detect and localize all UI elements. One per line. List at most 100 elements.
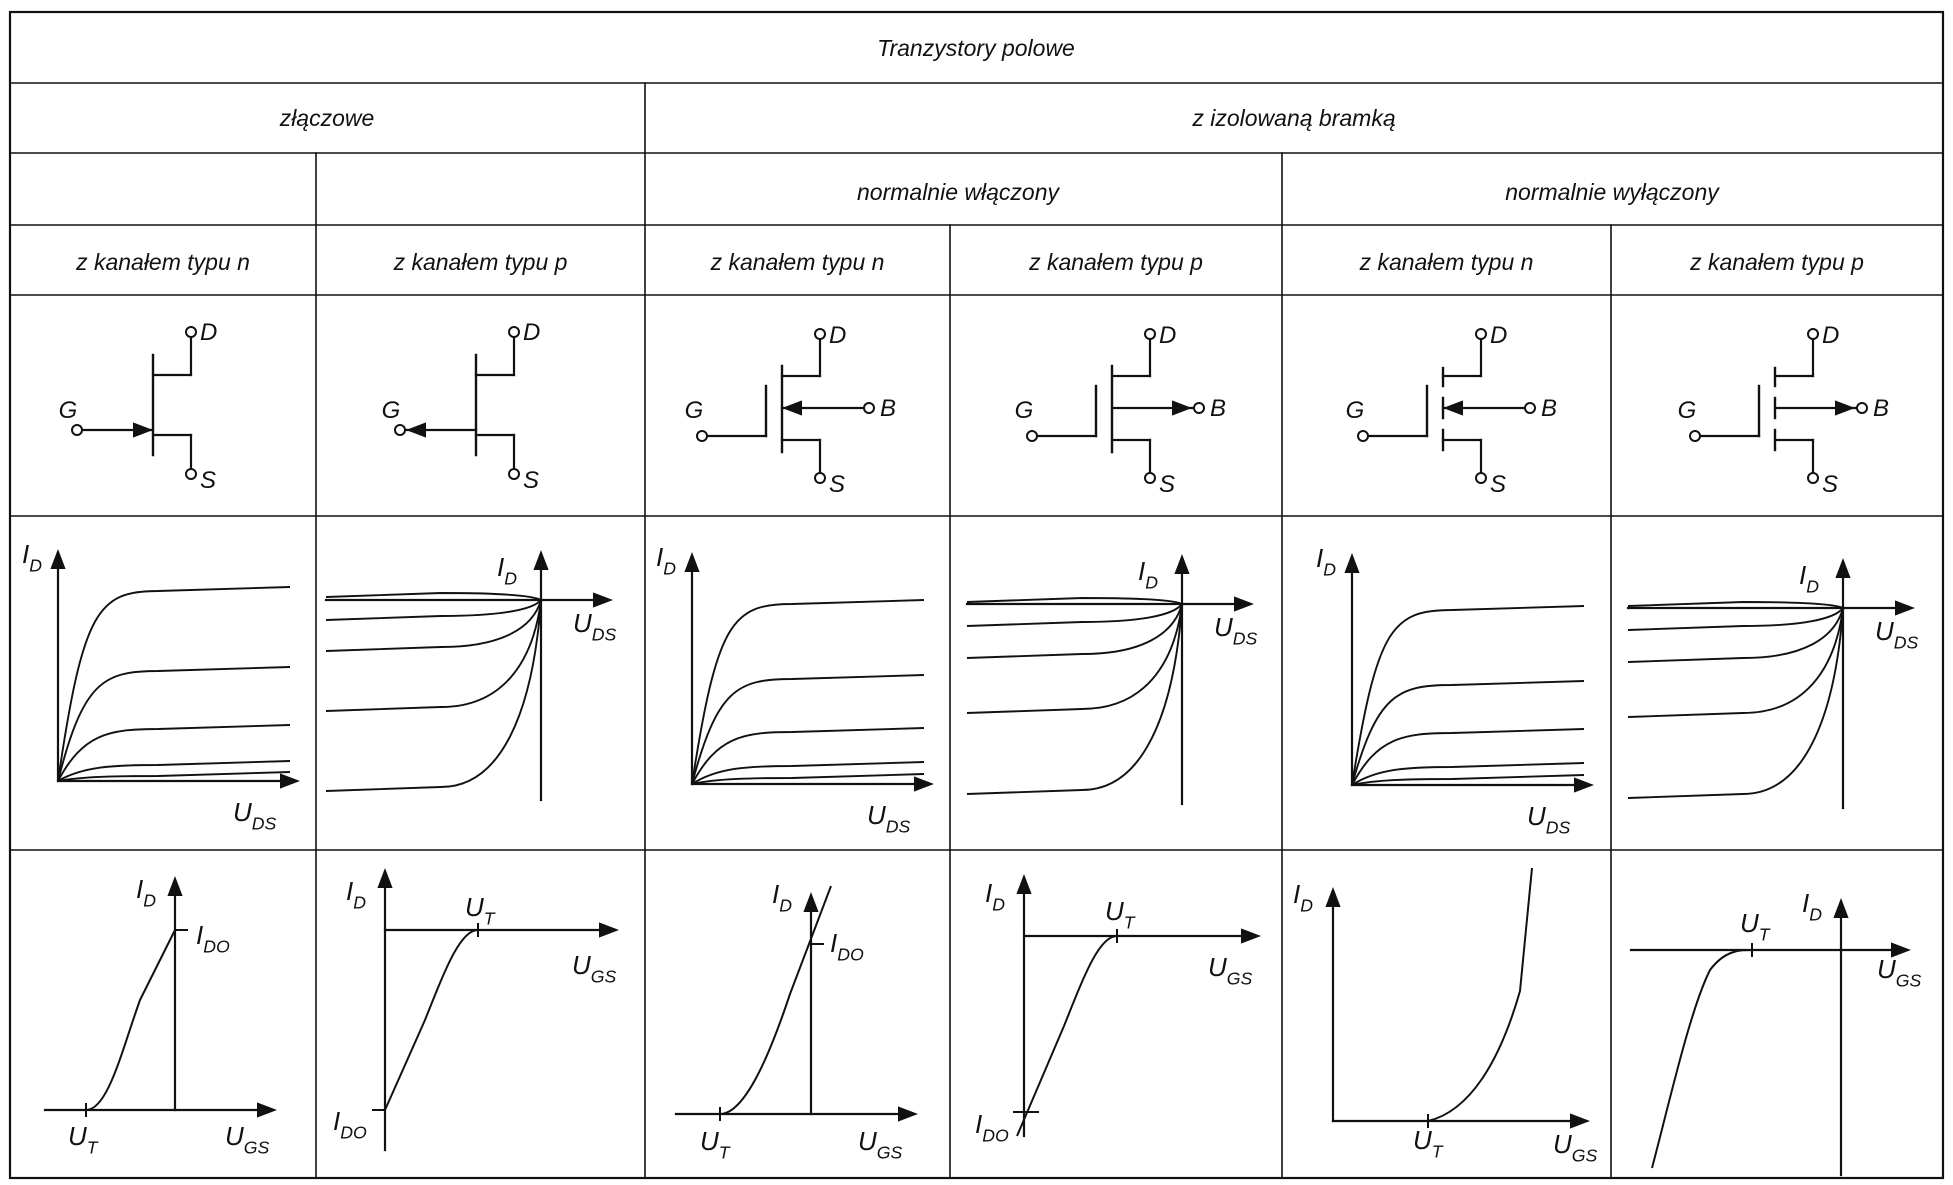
id-label-subscript: D bbox=[1323, 559, 1336, 579]
channel-label-4: z kanałem typu p bbox=[1028, 249, 1203, 275]
ut-label: UT bbox=[1105, 896, 1136, 932]
transfer-curve bbox=[85, 929, 176, 1111]
ut-label-subscript: T bbox=[1124, 912, 1136, 932]
characteristic-curve bbox=[325, 592, 542, 601]
ugs-axis-arrow bbox=[1241, 928, 1261, 944]
uds-axis-arrow bbox=[1574, 777, 1594, 793]
label-S: S bbox=[1490, 471, 1506, 498]
jfet-symbol-2: DSG bbox=[382, 319, 541, 494]
characteristic-curve bbox=[325, 599, 542, 621]
ido-label: IDO bbox=[196, 920, 230, 956]
bulk-terminal bbox=[1856, 402, 1868, 414]
gate-terminal bbox=[1357, 430, 1369, 442]
characteristic-curve bbox=[57, 771, 291, 782]
drain-terminal bbox=[185, 326, 197, 338]
gate-arrow bbox=[406, 422, 426, 438]
ido-label: IDO bbox=[830, 928, 864, 964]
characteristic-curve bbox=[325, 599, 542, 652]
characteristic-curve bbox=[1627, 607, 1844, 718]
channel-label-3: z kanałem typu n bbox=[710, 249, 885, 275]
transfer-curve bbox=[719, 885, 832, 1115]
gate-terminal bbox=[1689, 430, 1701, 442]
id-label-subscript: D bbox=[1806, 576, 1819, 596]
id-label-main: I bbox=[136, 874, 143, 904]
transfer-curve bbox=[384, 929, 479, 1111]
label-S: S bbox=[200, 467, 216, 494]
label-D: D bbox=[1490, 322, 1507, 349]
characteristic-curve bbox=[1627, 607, 1844, 631]
characteristic-curve bbox=[691, 773, 925, 785]
label-G: G bbox=[59, 397, 78, 424]
ugs-label-main: U bbox=[1208, 952, 1227, 982]
id-label: ID bbox=[1316, 543, 1336, 579]
label-S: S bbox=[523, 467, 539, 494]
uds-axis-arrow bbox=[280, 773, 300, 789]
ido-label: IDO bbox=[333, 1106, 367, 1142]
id-label-subscript: D bbox=[663, 558, 676, 578]
characteristic-curve bbox=[1627, 601, 1844, 609]
gate-terminal bbox=[394, 424, 406, 436]
id-label-subscript: D bbox=[779, 895, 792, 915]
ut-label-subscript: T bbox=[719, 1142, 731, 1162]
id-label-main: I bbox=[22, 539, 29, 569]
characteristic-curve bbox=[1351, 762, 1585, 786]
transfer-curve bbox=[1651, 949, 1753, 1169]
id-label-subscript: D bbox=[143, 890, 156, 910]
ut-label-main: U bbox=[700, 1126, 719, 1156]
channel-label-1: z kanałem typu n bbox=[75, 249, 250, 275]
label-S: S bbox=[1159, 471, 1175, 498]
gate-terminal bbox=[71, 424, 83, 436]
id-label: ID bbox=[772, 879, 792, 915]
ido-label-main: I bbox=[333, 1106, 340, 1136]
bulk-arrow bbox=[782, 400, 802, 416]
bulk-terminal bbox=[863, 402, 875, 414]
id-axis-arrow bbox=[1174, 554, 1190, 574]
uds-axis-arrow bbox=[914, 776, 934, 792]
ido-label: IDO bbox=[975, 1109, 1009, 1145]
drain-terminal bbox=[814, 328, 826, 340]
label-D: D bbox=[829, 322, 846, 349]
uds-label-subscript: DS bbox=[1546, 817, 1571, 837]
characteristic-curve bbox=[1351, 605, 1585, 786]
characteristic-curve bbox=[966, 603, 1183, 714]
id-label-main: I bbox=[1316, 543, 1323, 573]
mode-normally-off: normalnie wyłączony bbox=[1505, 179, 1720, 205]
ugs-label-subscript: GS bbox=[591, 966, 617, 986]
uds-label-main: U bbox=[233, 797, 252, 827]
table-grid bbox=[8, 10, 1945, 1180]
id-axis-arrow bbox=[684, 552, 700, 572]
ido-label-main: I bbox=[975, 1109, 982, 1139]
ugs-label-main: U bbox=[1877, 954, 1896, 984]
uds-label-subscript: DS bbox=[592, 624, 617, 644]
ugs-axis-arrow bbox=[898, 1106, 918, 1122]
characteristic-curve bbox=[691, 761, 925, 785]
id-axis-arrow bbox=[377, 868, 393, 888]
ugs-label-subscript: GS bbox=[244, 1137, 270, 1157]
ugs-axis-arrow bbox=[1891, 942, 1911, 958]
id-label-subscript: D bbox=[353, 892, 366, 912]
uds-label-subscript: DS bbox=[1233, 628, 1258, 648]
drain-terminal bbox=[1475, 328, 1487, 340]
id-axis-arrow bbox=[1835, 558, 1851, 578]
ugs-axis-arrow bbox=[599, 922, 619, 938]
source-terminal bbox=[185, 468, 197, 480]
ugs-axis-arrow bbox=[257, 1102, 277, 1118]
id-label: ID bbox=[1802, 888, 1822, 924]
ut-label-subscript: T bbox=[87, 1137, 99, 1157]
uds-label-subscript: DS bbox=[252, 813, 277, 833]
uds-axis-arrow bbox=[1234, 596, 1254, 612]
id-label-main: I bbox=[985, 878, 992, 908]
label-G: G bbox=[382, 397, 401, 424]
ugs-label: UGS bbox=[225, 1121, 270, 1157]
ugs-label: UGS bbox=[1208, 952, 1253, 988]
id-label-subscript: D bbox=[992, 894, 1005, 914]
